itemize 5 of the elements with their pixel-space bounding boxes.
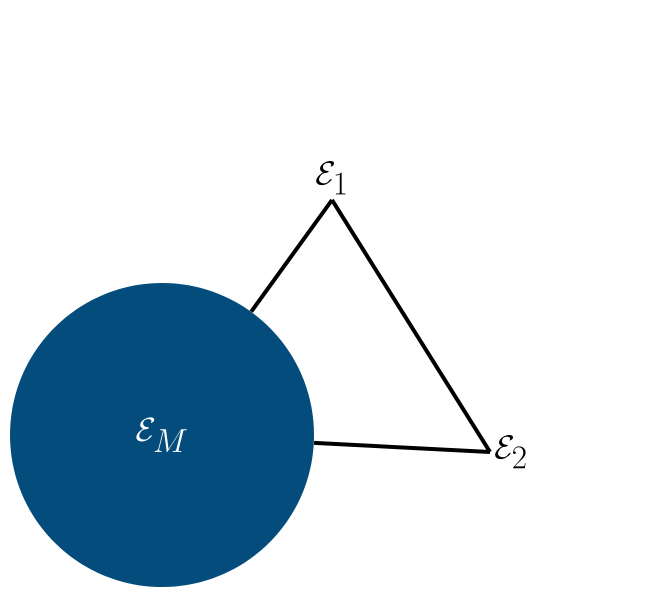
triangle-side (250, 198, 334, 313)
vertex-label: $\mathcal{E}_1$ (316, 161, 346, 194)
triangle-side (314, 440, 490, 454)
triangle-side (330, 198, 492, 454)
vertex-label: $\mathcal{E}_2$ (495, 434, 526, 468)
